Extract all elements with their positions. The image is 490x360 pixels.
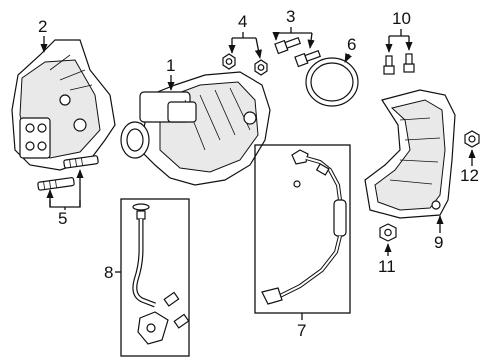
leader-4 [232, 32, 256, 39]
leader-6 [344, 53, 352, 63]
bolts-3 [274, 36, 322, 68]
heat-shield-right [364, 89, 456, 219]
studs [37, 155, 99, 191]
oil-return-line [261, 149, 347, 305]
nut-11 [379, 223, 397, 242]
callout-2: 2 [38, 17, 47, 36]
bolts-10 [383, 53, 415, 75]
callout-4: 4 [238, 12, 247, 31]
callout-8: 8 [104, 263, 113, 282]
gasket-ring [305, 57, 359, 107]
callout-10: 10 [392, 9, 411, 28]
callout-7: 7 [297, 321, 306, 340]
callout-12: 12 [460, 166, 479, 185]
callout-9: 9 [434, 233, 443, 252]
oil-feed-line [132, 203, 190, 345]
callout-5: 5 [58, 209, 67, 228]
nut-12 [464, 130, 480, 148]
heat-shield-left [11, 39, 116, 171]
callout-1: 1 [166, 56, 175, 75]
callout-11: 11 [378, 257, 396, 276]
leader-5 [49, 200, 81, 208]
callout-3: 3 [286, 7, 295, 26]
callout-6: 6 [347, 35, 356, 54]
box-part-8 [120, 198, 190, 357]
turbocharger [120, 71, 271, 186]
leader-10 [389, 29, 409, 37]
nuts-4 [222, 53, 268, 76]
leader-3 [276, 27, 312, 34]
